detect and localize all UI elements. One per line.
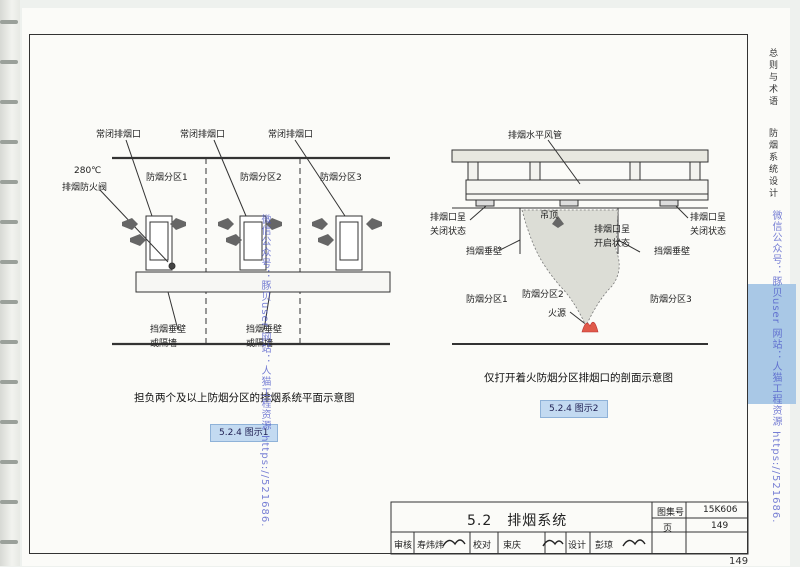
atlas-number: 15K606 <box>703 505 738 515</box>
fig2-duct-label: 排烟水平风管 <box>508 131 563 141</box>
fig1-wall-label-2b: 或隔墙 <box>246 339 274 349</box>
title-block-page-number: 149 <box>711 521 729 531</box>
fig2-zone-2: 防烟分区2 <box>522 290 564 300</box>
checker-name: 束庆 <box>503 541 522 551</box>
title-block-grid <box>390 501 749 555</box>
fig2-open-state-b: 开启状态 <box>594 239 631 249</box>
fire-source <box>581 321 599 333</box>
page-number: 149 <box>729 556 749 567</box>
smoke-plume <box>521 209 620 327</box>
check-label: 校对 <box>473 541 492 551</box>
fig1-wall-label-2a: 挡烟垂壁 <box>246 325 283 335</box>
fig1-outlet-label-3: 常闭排烟口 <box>268 130 314 140</box>
fig2-caption: 仅打开着火防烟分区排烟口的剖面示意图 <box>484 372 673 384</box>
figure-2-section <box>451 139 709 345</box>
figure-2-airflow-arrows <box>552 216 564 228</box>
fig2-open-state-a: 排烟口呈 <box>594 225 631 235</box>
title-block: 5.2 排烟系统 图集号 15K606 页 149 审核 寿炜炜 校对 束庆 设… <box>391 502 748 554</box>
fig2-tag: 5.2.4 图示2 <box>540 400 608 418</box>
right-sidebar: 总则与术语 防烟系统设计 微信公众号：豚贝user 网站：人猫工程资源 http… <box>748 34 796 554</box>
figure-1-plan <box>99 139 391 346</box>
fig1-outlet-label-1: 常闭排烟口 <box>96 130 142 140</box>
reviewer-name: 寿炜炜 <box>417 541 445 551</box>
fig1-valve-label: 排烟防火阀 <box>62 183 108 193</box>
drawing-frame <box>29 34 748 554</box>
fig2-zone-3: 防烟分区3 <box>650 295 692 305</box>
designer-name: 彭琼 <box>595 541 614 551</box>
fig1-zone-1: 防烟分区1 <box>146 173 188 183</box>
fig2-wall-right: 挡烟垂壁 <box>654 247 691 257</box>
fig1-caption: 担负两个及以上防烟分区的排烟系统平面示意图 <box>134 392 355 404</box>
signatures <box>442 539 646 547</box>
binder-edge <box>0 0 20 566</box>
fig1-zone-2: 防烟分区2 <box>240 173 282 183</box>
sidebar-active-band <box>748 284 796 404</box>
fig2-zone-1: 防烟分区1 <box>466 295 508 305</box>
fig2-right-state-a: 排烟口呈 <box>690 213 727 223</box>
sidebar-section-1: 总则与术语 <box>767 48 777 108</box>
fig2-wall-left: 挡烟垂壁 <box>466 247 503 257</box>
fig2-left-state-b: 关闭状态 <box>430 227 467 237</box>
review-label: 审核 <box>394 541 413 551</box>
watermark-right: 微信公众号：豚贝user 网站：人猫工程资源 https://521686. <box>770 210 781 524</box>
figure-1-airflow-arrows <box>122 218 382 246</box>
fig2-right-state-b: 关闭状态 <box>690 227 727 237</box>
page-label: 页 <box>663 524 673 534</box>
fig1-outlet-label-2: 常闭排烟口 <box>180 130 226 140</box>
fig1-valve-temp: 280℃ <box>74 166 102 176</box>
fig1-wall-label-1a: 挡烟垂壁 <box>150 325 187 335</box>
title-block-title: 5.2 排烟系统 <box>467 513 568 529</box>
sidebar-section-2: 防烟系统设计 <box>767 128 777 200</box>
fig2-fire-label: 火源 <box>548 309 567 319</box>
fig2-ceiling: 吊顶 <box>540 211 559 221</box>
fig2-left-state-a: 排烟口呈 <box>430 213 467 223</box>
design-label: 设计 <box>568 541 587 551</box>
fig1-tag: 5.2.4 图示1 <box>210 424 278 442</box>
watermark-center: 微信公众号：豚贝user 网站：人猫工程资源 https://521686. <box>259 214 270 528</box>
atlas-label: 图集号 <box>657 508 685 518</box>
fig1-wall-label-1b: 或隔墙 <box>150 339 178 349</box>
fig1-zone-3: 防烟分区3 <box>320 173 362 183</box>
